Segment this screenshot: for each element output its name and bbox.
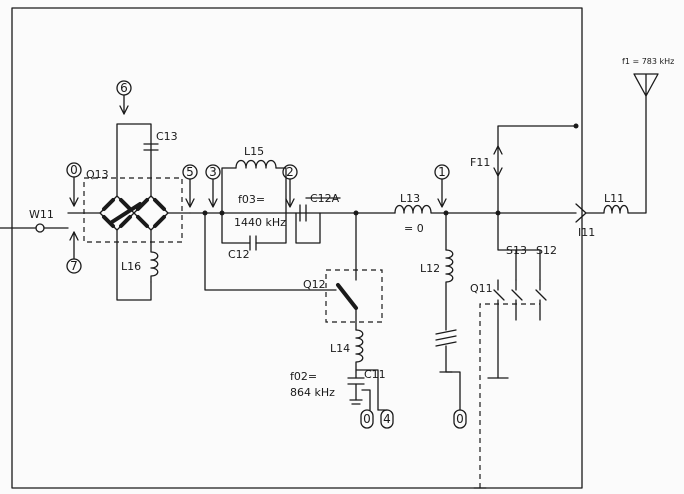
f11-arrow-up: [493, 145, 503, 155]
label-c12: C12: [228, 248, 250, 261]
marker-0-bottom: [360, 409, 374, 429]
label-f02: f02=: [290, 370, 317, 383]
marker-5-label: 5: [186, 165, 194, 179]
l16-wire: [116, 229, 152, 301]
trimmer-lead: [445, 345, 461, 411]
f11-wire: [497, 125, 577, 214]
marker-3-label: 3: [209, 165, 217, 179]
f11-arrow-down: [493, 167, 503, 177]
marker-2-arrow: [285, 198, 295, 208]
c13-capacitor: [143, 143, 159, 151]
l15-coil: [235, 159, 277, 169]
c11-ground: [349, 399, 363, 405]
marker-0-bottom-label: 0: [363, 412, 371, 426]
marker-1-arrow: [437, 198, 447, 208]
label-s13: S13: [506, 244, 527, 257]
q13-top-loop: [116, 123, 152, 197]
c11-capacitor: [347, 377, 365, 385]
label-l13-value: = 0: [404, 222, 424, 235]
label-c11: C11: [364, 368, 386, 381]
c12a-capacitor: [299, 204, 307, 222]
q13-box: [83, 177, 183, 243]
label-s12: S12: [536, 244, 557, 257]
label-q12: Q12: [303, 278, 326, 291]
antenna-icon: [633, 73, 659, 97]
marker-2-label: 2: [286, 165, 294, 179]
label-f02-value: 864 kHz: [290, 386, 335, 399]
s13-switch: [511, 279, 523, 321]
c11-taps: [355, 369, 379, 411]
switch-feed: [497, 212, 541, 281]
l12-coil: [445, 249, 454, 331]
w11-loop: [35, 223, 45, 233]
marker-1-label: 1: [438, 165, 446, 179]
label-f1: f1 = 783 kHz: [622, 57, 674, 66]
q13-diodes-left: [102, 198, 132, 228]
marker-0-right: [453, 409, 467, 429]
label-q11: Q11: [470, 282, 493, 295]
q11-switch: [493, 279, 505, 379]
switch-linkage: [479, 303, 540, 488]
label-c13: C13: [156, 130, 178, 143]
q13-cross-bar: [110, 202, 142, 224]
s12-switch: [535, 279, 547, 321]
label-w11: W11: [29, 208, 54, 221]
label-i11: I11: [578, 226, 595, 239]
marker-0-left-label: 0: [70, 163, 78, 177]
label-l12: L12: [420, 262, 440, 275]
label-f11: F11: [470, 156, 490, 169]
l14-coil: [355, 329, 364, 373]
q13-diodes-right: [136, 198, 166, 228]
tank-left: [221, 167, 237, 214]
marker-0-arrow: [69, 197, 79, 207]
q12-switch-arm: [336, 283, 358, 310]
tank-right: [275, 167, 287, 214]
l16-coil: [150, 229, 159, 283]
q13-bridge-right: [133, 195, 169, 231]
marker-7-label: 7: [70, 259, 78, 273]
i11-coupler: [575, 203, 587, 223]
c12a-loop: [295, 212, 321, 244]
label-l16: L16: [121, 260, 141, 273]
c12-wires: [221, 212, 287, 244]
label-l14: L14: [330, 342, 350, 355]
marker-7-arrow: [69, 231, 79, 241]
marker-5-arrow: [185, 198, 195, 208]
panel-frame: [11, 7, 583, 489]
c12-capacitor: [249, 235, 257, 251]
marker-0-right-label: 0: [456, 412, 464, 426]
q12-box: [325, 269, 383, 323]
marker-6-arrow: [119, 105, 129, 115]
label-q13: Q13: [86, 168, 109, 181]
l13-coil: [394, 204, 447, 214]
label-f03: f03=: [238, 193, 265, 206]
marker-6-label: 6: [120, 81, 128, 95]
label-l11: L11: [604, 192, 624, 205]
marker-3-arrow: [208, 198, 218, 208]
marker-4-label: 4: [383, 412, 391, 426]
l11-coil: [585, 95, 647, 214]
q12-left-feed: [204, 212, 337, 291]
label-f03-value: 1440 kHz: [234, 216, 286, 229]
trimmer-capacitor: [435, 329, 457, 347]
junction-576: [573, 123, 579, 129]
label-l15: L15: [244, 145, 264, 158]
label-l13: L13: [400, 192, 420, 205]
